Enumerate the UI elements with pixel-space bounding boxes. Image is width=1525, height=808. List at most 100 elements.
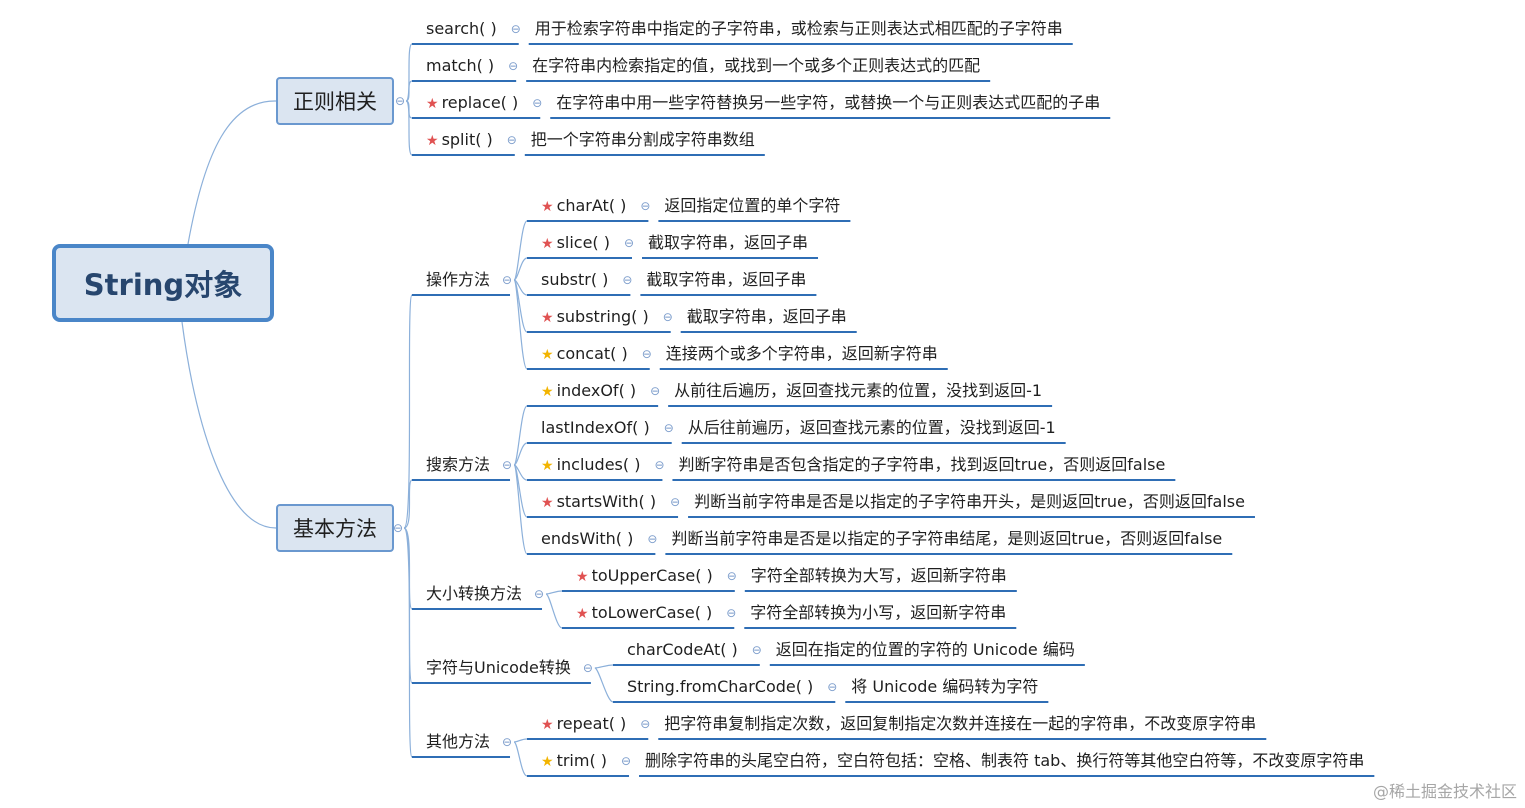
collapse-icon[interactable]: ⊖ [395, 94, 406, 108]
method-description: 把一个字符串分割成字符串数组 [530, 130, 755, 149]
method-description: 从后往前遍历，返回查找元素的位置，没找到返回-1 [687, 418, 1056, 437]
collapse-icon[interactable]: ⊖ [640, 199, 651, 213]
method-description: 把字符串复制指定次数，返回复制指定次数并连接在一起的字符串，不改变原字符串 [664, 714, 1257, 733]
collapse-icon[interactable]: ⊖ [508, 59, 519, 73]
collapse-icon[interactable]: ⊖ [393, 521, 404, 535]
item-connector [513, 442, 528, 466]
collapse-icon[interactable]: ⊖ [641, 347, 652, 361]
collapse-icon[interactable]: ⊖ [662, 310, 673, 324]
branch-connector [405, 100, 413, 156]
collapse-icon[interactable]: ⊖ [582, 661, 593, 675]
collapse-icon[interactable]: ⊖ [506, 133, 517, 147]
method-node[interactable]: ★concat( ) [541, 344, 628, 365]
method-node[interactable]: String.fromCharCode( ) [627, 677, 813, 697]
collapse-icon[interactable]: ⊖ [654, 458, 665, 472]
method-node[interactable]: charCodeAt( ) [627, 640, 738, 660]
method-group-node[interactable]: 大小转换方法 [426, 584, 523, 603]
collapse-icon[interactable]: ⊖ [622, 273, 633, 287]
root-to-basic-connector [181, 321, 277, 529]
collapse-icon[interactable]: ⊖ [726, 606, 737, 620]
collapse-icon[interactable]: ⊖ [621, 754, 632, 768]
method-name: match( ) [426, 56, 495, 75]
method-description: 连接两个或多个字符串，返回新字符串 [665, 344, 938, 363]
branch-label: 正则相关 [293, 90, 377, 114]
star-icon: ★ [541, 717, 554, 733]
collapse-icon[interactable]: ⊖ [640, 717, 651, 731]
regex-method-node[interactable]: ★split( ) [426, 130, 493, 151]
method-description: 删除字符串的头尾空白符，空白符包括：空格、制表符 tab、换行符等其他空白符等，… [645, 751, 1365, 770]
method-node[interactable]: ★toLowerCase( ) [576, 603, 712, 624]
method-node[interactable]: ★startsWith( ) [541, 492, 656, 513]
regex-method-node[interactable]: search( ) [426, 19, 497, 39]
collapse-icon[interactable]: ⊖ [827, 680, 838, 694]
collapse-icon[interactable]: ⊖ [751, 643, 762, 657]
root-to-regex-connector [187, 100, 277, 245]
collapse-icon[interactable]: ⊖ [502, 273, 513, 287]
item-connector [594, 667, 614, 703]
item-connector [513, 220, 528, 281]
method-description: 判断当前字符串是否是以指定的子字符串开头，是则返回true，否则返回false [694, 492, 1245, 511]
method-node[interactable]: substr( ) [541, 270, 608, 290]
method-node[interactable]: ★substring( ) [541, 307, 649, 328]
method-description: 截取字符串，返回子串 [646, 270, 807, 289]
method-group-node[interactable]: 其他方法 [426, 732, 491, 751]
method-description: 在字符串内检索指定的值，或找到一个或多个正则表达式的匹配 [532, 56, 981, 75]
regex-method-node[interactable]: match( ) [426, 56, 494, 76]
method-group-node[interactable]: 搜索方法 [426, 455, 491, 474]
root-label: String对象 [83, 268, 243, 302]
method-node[interactable]: ★includes( ) [541, 455, 640, 476]
star-icon: ★ [541, 495, 554, 511]
branch-regex[interactable]: 正则相关 [276, 77, 394, 125]
method-group-node[interactable]: 操作方法 [426, 270, 491, 289]
method-name: split( ) [441, 130, 493, 149]
method-name: indexOf( ) [556, 381, 637, 400]
method-group-node[interactable]: 字符与Unicode转换 [426, 658, 571, 677]
star-icon: ★ [541, 310, 554, 326]
branch-label: 基本方法 [293, 517, 377, 541]
method-name: replace( ) [441, 93, 519, 112]
method-name: toLowerCase( ) [591, 603, 713, 622]
method-name: concat( ) [556, 344, 628, 363]
method-name: trim( ) [556, 751, 608, 770]
collapse-icon[interactable]: ⊖ [502, 735, 513, 749]
method-node[interactable]: ★indexOf( ) [541, 381, 636, 402]
method-node[interactable]: ★toUpperCase( ) [576, 566, 713, 587]
method-node[interactable]: endsWith( ) [541, 529, 633, 549]
collapse-icon[interactable]: ⊖ [726, 569, 737, 583]
branch-connector [405, 80, 413, 102]
method-node[interactable]: ★slice( ) [541, 233, 610, 254]
method-description: 用于检索字符串中指定的子字符串，或检索与正则表达式相匹配的子字符串 [534, 19, 1063, 38]
collapse-icon[interactable]: ⊖ [650, 384, 661, 398]
collapse-icon[interactable]: ⊖ [532, 96, 543, 110]
star-icon: ★ [576, 569, 589, 585]
star-icon: ★ [541, 384, 554, 400]
collapse-icon[interactable]: ⊖ [534, 587, 545, 601]
method-name: search( ) [426, 19, 497, 38]
collapse-icon[interactable]: ⊖ [510, 22, 521, 36]
method-name: repeat( ) [556, 714, 627, 733]
regex-method-node[interactable]: ★replace( ) [426, 93, 518, 114]
collapse-icon[interactable]: ⊖ [624, 236, 635, 250]
method-node[interactable]: ★repeat( ) [541, 714, 626, 735]
item-connector [594, 664, 614, 669]
method-node[interactable]: ★trim( ) [541, 751, 607, 772]
branch-basic-methods[interactable]: 基本方法 [276, 504, 394, 552]
group-connector [403, 479, 413, 529]
method-description: 将 Unicode 编码转为字符 [851, 677, 1039, 696]
item-connector [513, 257, 528, 281]
collapse-icon[interactable]: ⊖ [502, 458, 513, 472]
star-icon: ★ [426, 133, 439, 149]
method-name: lastIndexOf( ) [541, 418, 650, 437]
item-connector [513, 738, 528, 743]
method-name: charCodeAt( ) [627, 640, 738, 659]
collapse-icon[interactable]: ⊖ [647, 532, 658, 546]
root-node[interactable]: String对象 [52, 244, 274, 322]
method-node[interactable]: ★charAt( ) [541, 196, 626, 217]
collapse-icon[interactable]: ⊖ [670, 495, 681, 509]
method-node[interactable]: lastIndexOf( ) [541, 418, 650, 438]
collapse-icon[interactable]: ⊖ [663, 421, 674, 435]
method-description: 返回在指定的位置的字符的 Unicode 编码 [775, 640, 1075, 659]
item-connector [545, 593, 563, 629]
item-connector [513, 464, 528, 555]
